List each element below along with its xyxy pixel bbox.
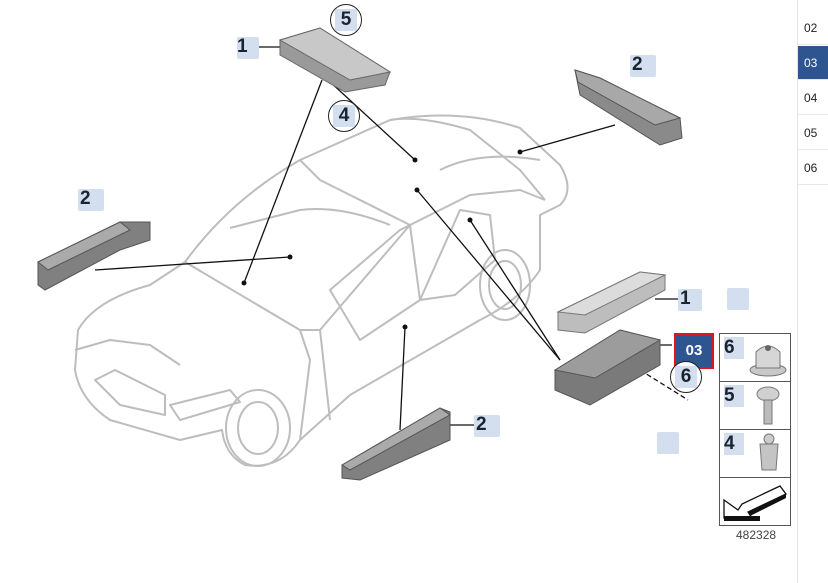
car-outline bbox=[74, 114, 569, 467]
callout-part-2-bottom[interactable]: 2 bbox=[474, 414, 500, 437]
callout-part-5-top[interactable]: 5 bbox=[330, 4, 362, 36]
nut-icon bbox=[749, 345, 787, 377]
callout-label: 4 bbox=[338, 105, 350, 126]
part-antenna-right-top bbox=[574, 69, 683, 146]
nav-item-03[interactable]: 03 bbox=[798, 46, 828, 80]
leader-dots bbox=[241, 149, 523, 330]
part-module-right bbox=[556, 271, 667, 334]
parts-diagram bbox=[37, 27, 689, 481]
callout-part-2-left[interactable]: 2 bbox=[78, 188, 104, 211]
callout-empty-1[interactable] bbox=[727, 288, 749, 310]
callout-part-1-right[interactable]: 1 bbox=[678, 288, 702, 311]
hardware-legend: 6 5 4 bbox=[719, 333, 791, 526]
callout-part-6-right[interactable]: 6 bbox=[670, 361, 702, 393]
expanding-rivet-icon bbox=[759, 433, 779, 471]
callout-part-4-top[interactable]: 4 bbox=[328, 100, 360, 132]
callout-label: 2 bbox=[80, 188, 91, 209]
callout-label: 1 bbox=[237, 36, 248, 57]
leader-lines bbox=[94, 46, 689, 431]
callout-part-1-top[interactable]: 1 bbox=[237, 36, 259, 59]
callout-label: 6 bbox=[680, 366, 692, 387]
nav-item-05[interactable]: 05 bbox=[798, 116, 828, 150]
nav-item-04[interactable]: 04 bbox=[798, 81, 828, 115]
diagram-page-nav: 02 03 04 05 06 bbox=[797, 0, 828, 583]
legend-number: 5 bbox=[724, 385, 744, 407]
nav-item-02[interactable]: 02 bbox=[798, 11, 828, 45]
screw-icon bbox=[756, 386, 780, 425]
diagram-id: 482328 bbox=[736, 528, 777, 542]
part-antenna-bottom bbox=[341, 407, 451, 481]
callout-empty-2[interactable] bbox=[657, 432, 679, 454]
callout-label: 5 bbox=[340, 9, 352, 30]
part-bracket-right bbox=[553, 329, 662, 406]
callout-label: 2 bbox=[476, 414, 487, 435]
legend-number: 6 bbox=[724, 337, 744, 359]
legend-row-screw[interactable]: 5 bbox=[720, 382, 790, 430]
legend-row-nut[interactable]: 6 bbox=[720, 334, 790, 382]
callout-label: 1 bbox=[680, 288, 691, 309]
nav-item-06[interactable]: 06 bbox=[798, 151, 828, 185]
legend-number: 4 bbox=[724, 433, 744, 455]
callout-label: 2 bbox=[632, 54, 643, 75]
callout-part-2-right-top[interactable]: 2 bbox=[630, 54, 656, 77]
legend-row-arrow[interactable] bbox=[720, 478, 790, 525]
arrow-icon bbox=[723, 485, 787, 521]
part-antenna-top bbox=[278, 27, 392, 93]
legend-row-rivet[interactable]: 4 bbox=[720, 430, 790, 478]
part-antenna-left bbox=[37, 221, 151, 291]
